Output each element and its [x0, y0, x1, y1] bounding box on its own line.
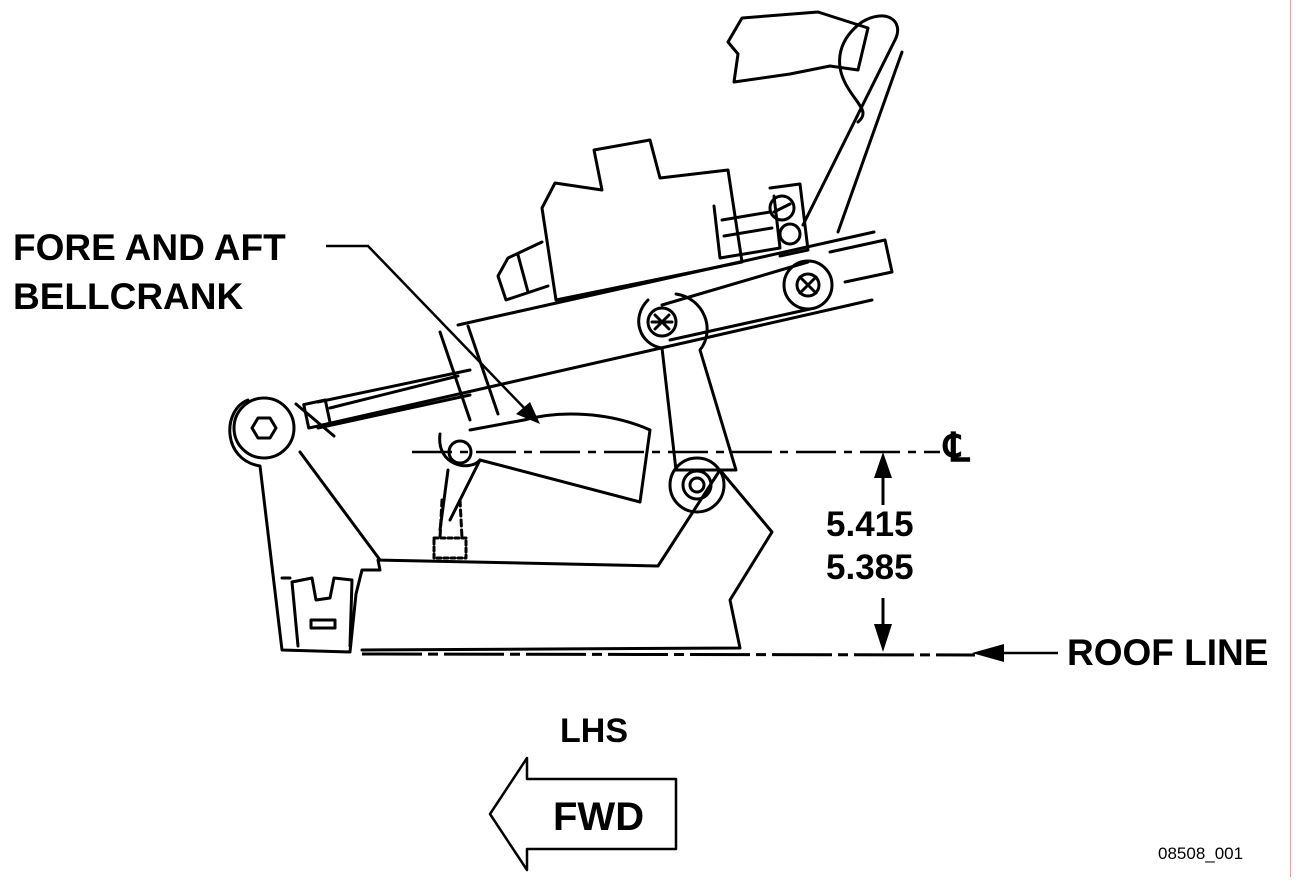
direction-label: FWD: [553, 795, 645, 839]
bellcrank-rod-end: [432, 536, 468, 560]
main-pivot-outer: [668, 456, 726, 514]
roof-line-arrow: [972, 644, 1058, 662]
upper-link-arm: [637, 292, 738, 472]
dimension-lower-value: 5.385: [826, 548, 914, 587]
actuator-nozzle: [496, 240, 550, 302]
dimension-upper-value: 5.415: [826, 505, 914, 544]
bracket-screw-upper: [768, 194, 796, 222]
cable-wire-end: [836, 50, 904, 234]
push-rod: [316, 368, 472, 430]
actuator-side-plate: [712, 194, 782, 260]
figure-id: 08508_001: [1158, 844, 1244, 863]
rail-pivot-inner: [795, 272, 821, 298]
bellcrank-label-line2: BELLCRANK: [13, 276, 244, 317]
page-edge-line: [1290, 0, 1291, 877]
roof-line-label: ROOF LINE: [1067, 632, 1269, 673]
fwd-arrow: [488, 756, 678, 872]
upper-link-pivot: [646, 306, 678, 338]
bellcrank-label-line1: FORE AND AFT: [13, 227, 286, 268]
dimension-arrow: [874, 452, 892, 652]
bracket-screw-lower: [778, 222, 802, 246]
main-pivot-inner: [681, 469, 713, 501]
mounting-rail: [456, 230, 876, 327]
roof-line-baseline: [361, 652, 976, 657]
actuator-block: [540, 138, 744, 302]
support-strut: [438, 324, 500, 422]
bellcrank-leader: [326, 244, 540, 424]
main-frame: [228, 398, 774, 654]
mount-pivot: [232, 396, 296, 460]
cable-tag: [726, 10, 870, 84]
cable-wire: [801, 14, 900, 227]
bellcrank-body: [438, 412, 652, 504]
side-label: LHS: [560, 712, 628, 750]
frame-cutout: [290, 576, 354, 648]
mount-pivot-nut: [250, 416, 278, 440]
centerline-symbol: ℄: [944, 426, 970, 470]
